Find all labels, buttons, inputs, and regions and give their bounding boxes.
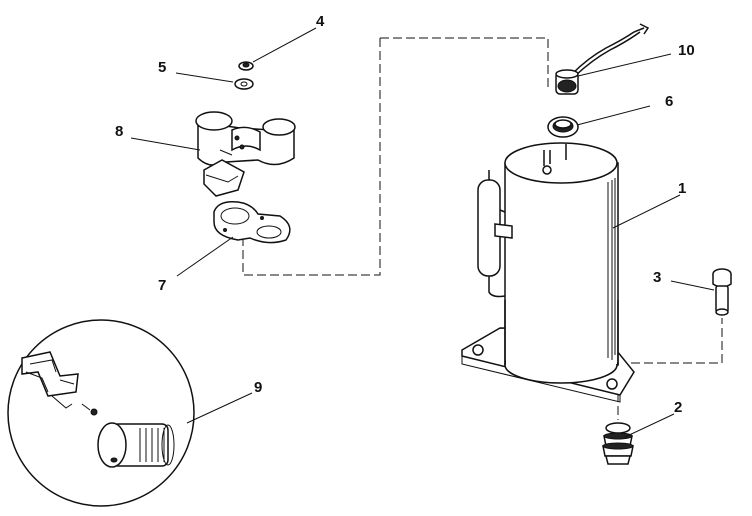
part-10-terminal-connector <box>555 23 650 95</box>
callout-2: 2 <box>674 399 682 416</box>
part-9-detail-view <box>7 319 195 507</box>
callout-7: 7 <box>158 277 166 294</box>
callout-labels: 1 2 3 4 5 6 7 8 9 10 <box>115 13 695 416</box>
callout-1: 1 <box>678 180 686 197</box>
callout-5: 5 <box>158 59 166 76</box>
callout-9: 9 <box>254 379 262 396</box>
callout-3: 3 <box>653 269 661 286</box>
callout-10: 10 <box>678 42 695 59</box>
callout-leaders <box>130 27 715 438</box>
assembly-dashed-lines <box>242 37 723 420</box>
part-5-washer <box>234 78 254 90</box>
part-7-gasket <box>213 200 291 244</box>
part-4-nut <box>238 61 254 71</box>
part-8-terminal-cover <box>195 111 296 197</box>
part-2-grommet <box>602 422 634 465</box>
part-3-bolt <box>712 268 732 316</box>
callout-4: 4 <box>316 13 325 30</box>
callout-6: 6 <box>665 93 673 110</box>
callout-8: 8 <box>115 123 123 140</box>
part-6-ring <box>547 116 579 138</box>
part-1-compressor <box>461 142 635 403</box>
